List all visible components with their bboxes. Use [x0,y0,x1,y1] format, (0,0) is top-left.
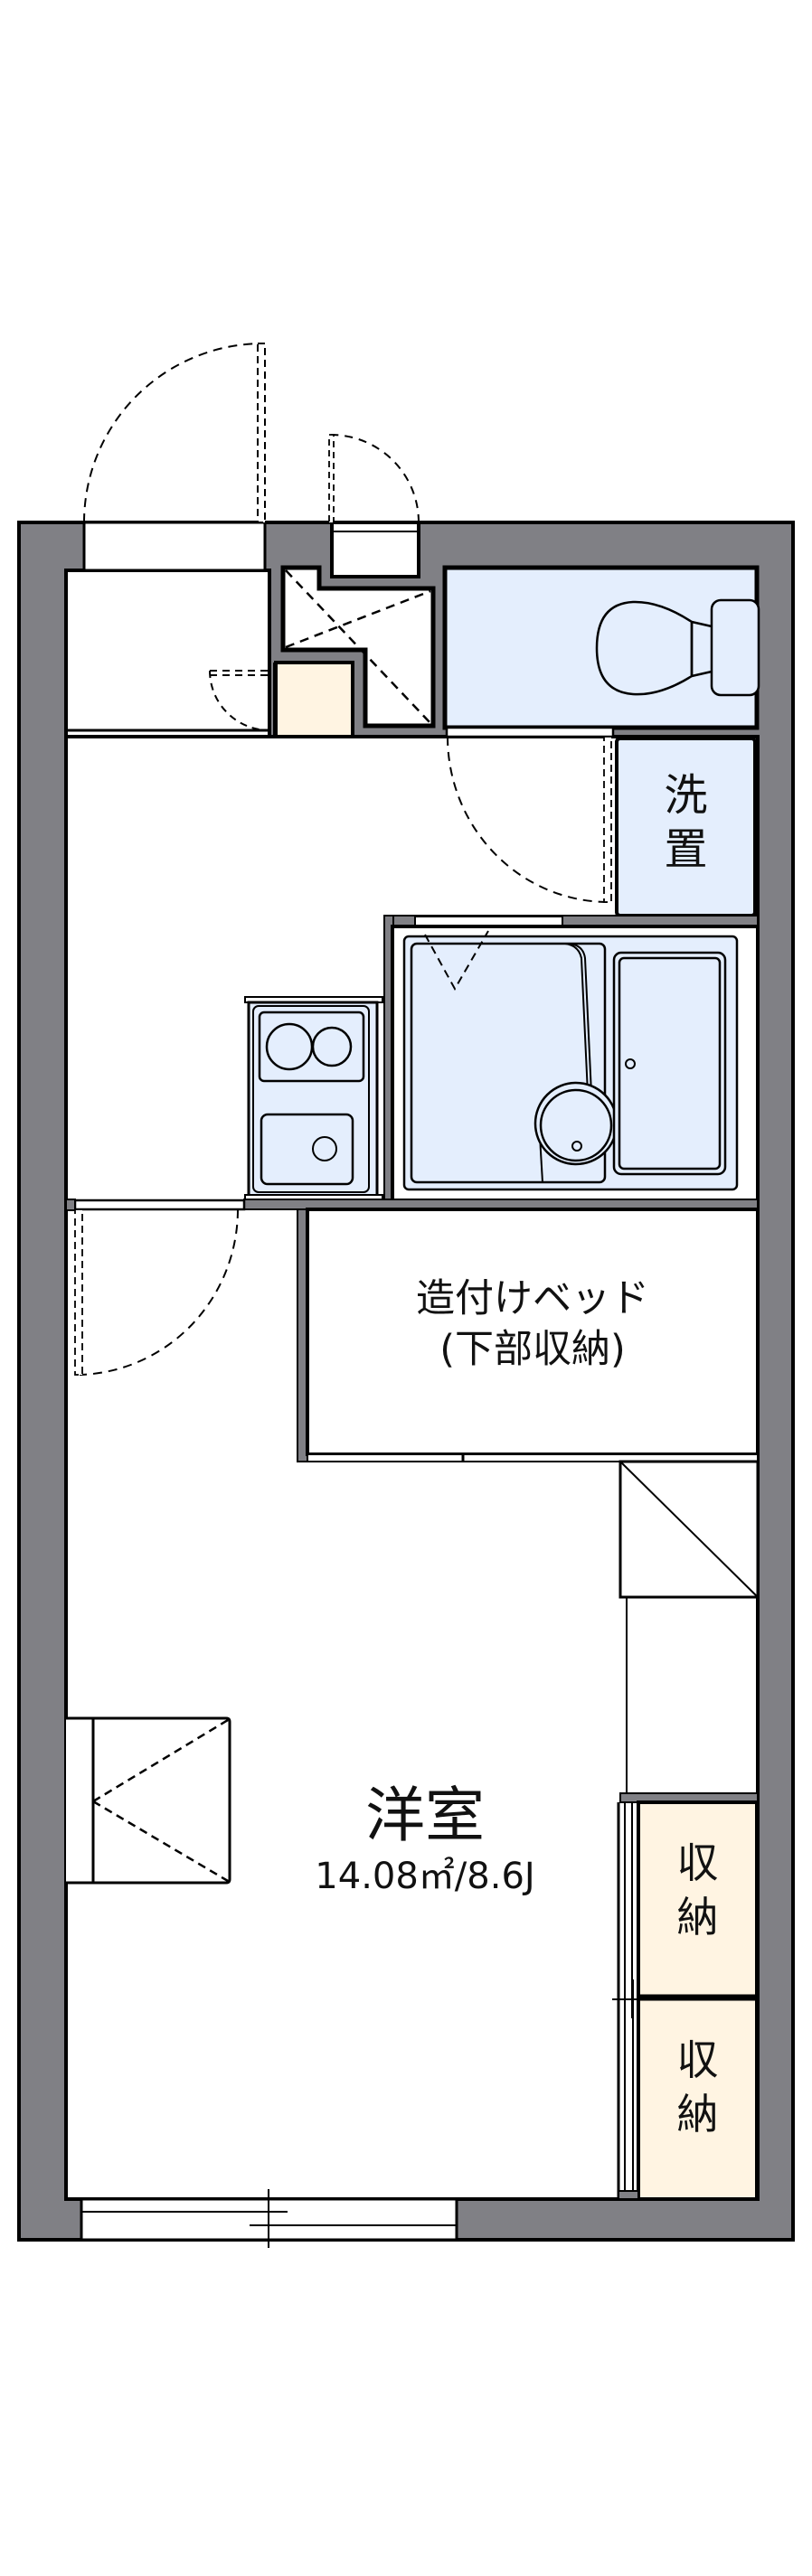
storage-2-line1: 収 [676,2035,719,2084]
washer-label-line2: 置 [664,824,708,875]
washer-space-label: 洗 置 [617,768,755,877]
bed-label-line2: (下部収納) [439,1326,626,1372]
storage-2-label: 収 納 [638,2034,757,2142]
built-in-bed-label: 造付けベッド (下部収納) [307,1274,758,1376]
toilet-tank [710,598,760,697]
room-name: 洋室 [365,1781,485,1850]
room-area: 14.08㎡/8.6J [315,1856,535,1897]
storage-closets [612,1800,759,2201]
kitchen-sink [260,1113,354,1186]
storage-2-line2: 納 [676,2089,719,2139]
unit-bath [391,925,760,1203]
bath-door [414,916,563,926]
toilet-room [442,565,760,730]
balcony-window [80,2189,458,2248]
closet [618,1460,760,1793]
toilet-door [445,726,615,903]
storage-1-line1: 収 [676,1838,719,1887]
storage-1-label: 収 納 [638,1837,757,1945]
kitchen [244,996,383,1200]
genkan-step [66,729,271,738]
side-window [328,434,420,578]
entrance-door [82,343,267,572]
burner-icon [311,1026,353,1067]
toilet-bowl [595,600,694,696]
pipe-shaft [280,565,436,729]
built-in-bed [297,1208,760,1462]
side-window-room [66,1716,231,1885]
bed-label-line1: 造付けベッド [416,1276,649,1321]
storage-1-line2: 納 [676,1892,719,1941]
burner-icon [265,1022,314,1071]
washer-label-line1: 洗 [664,770,708,821]
shoe-cabinet [274,661,354,738]
room-door [65,1199,246,1376]
